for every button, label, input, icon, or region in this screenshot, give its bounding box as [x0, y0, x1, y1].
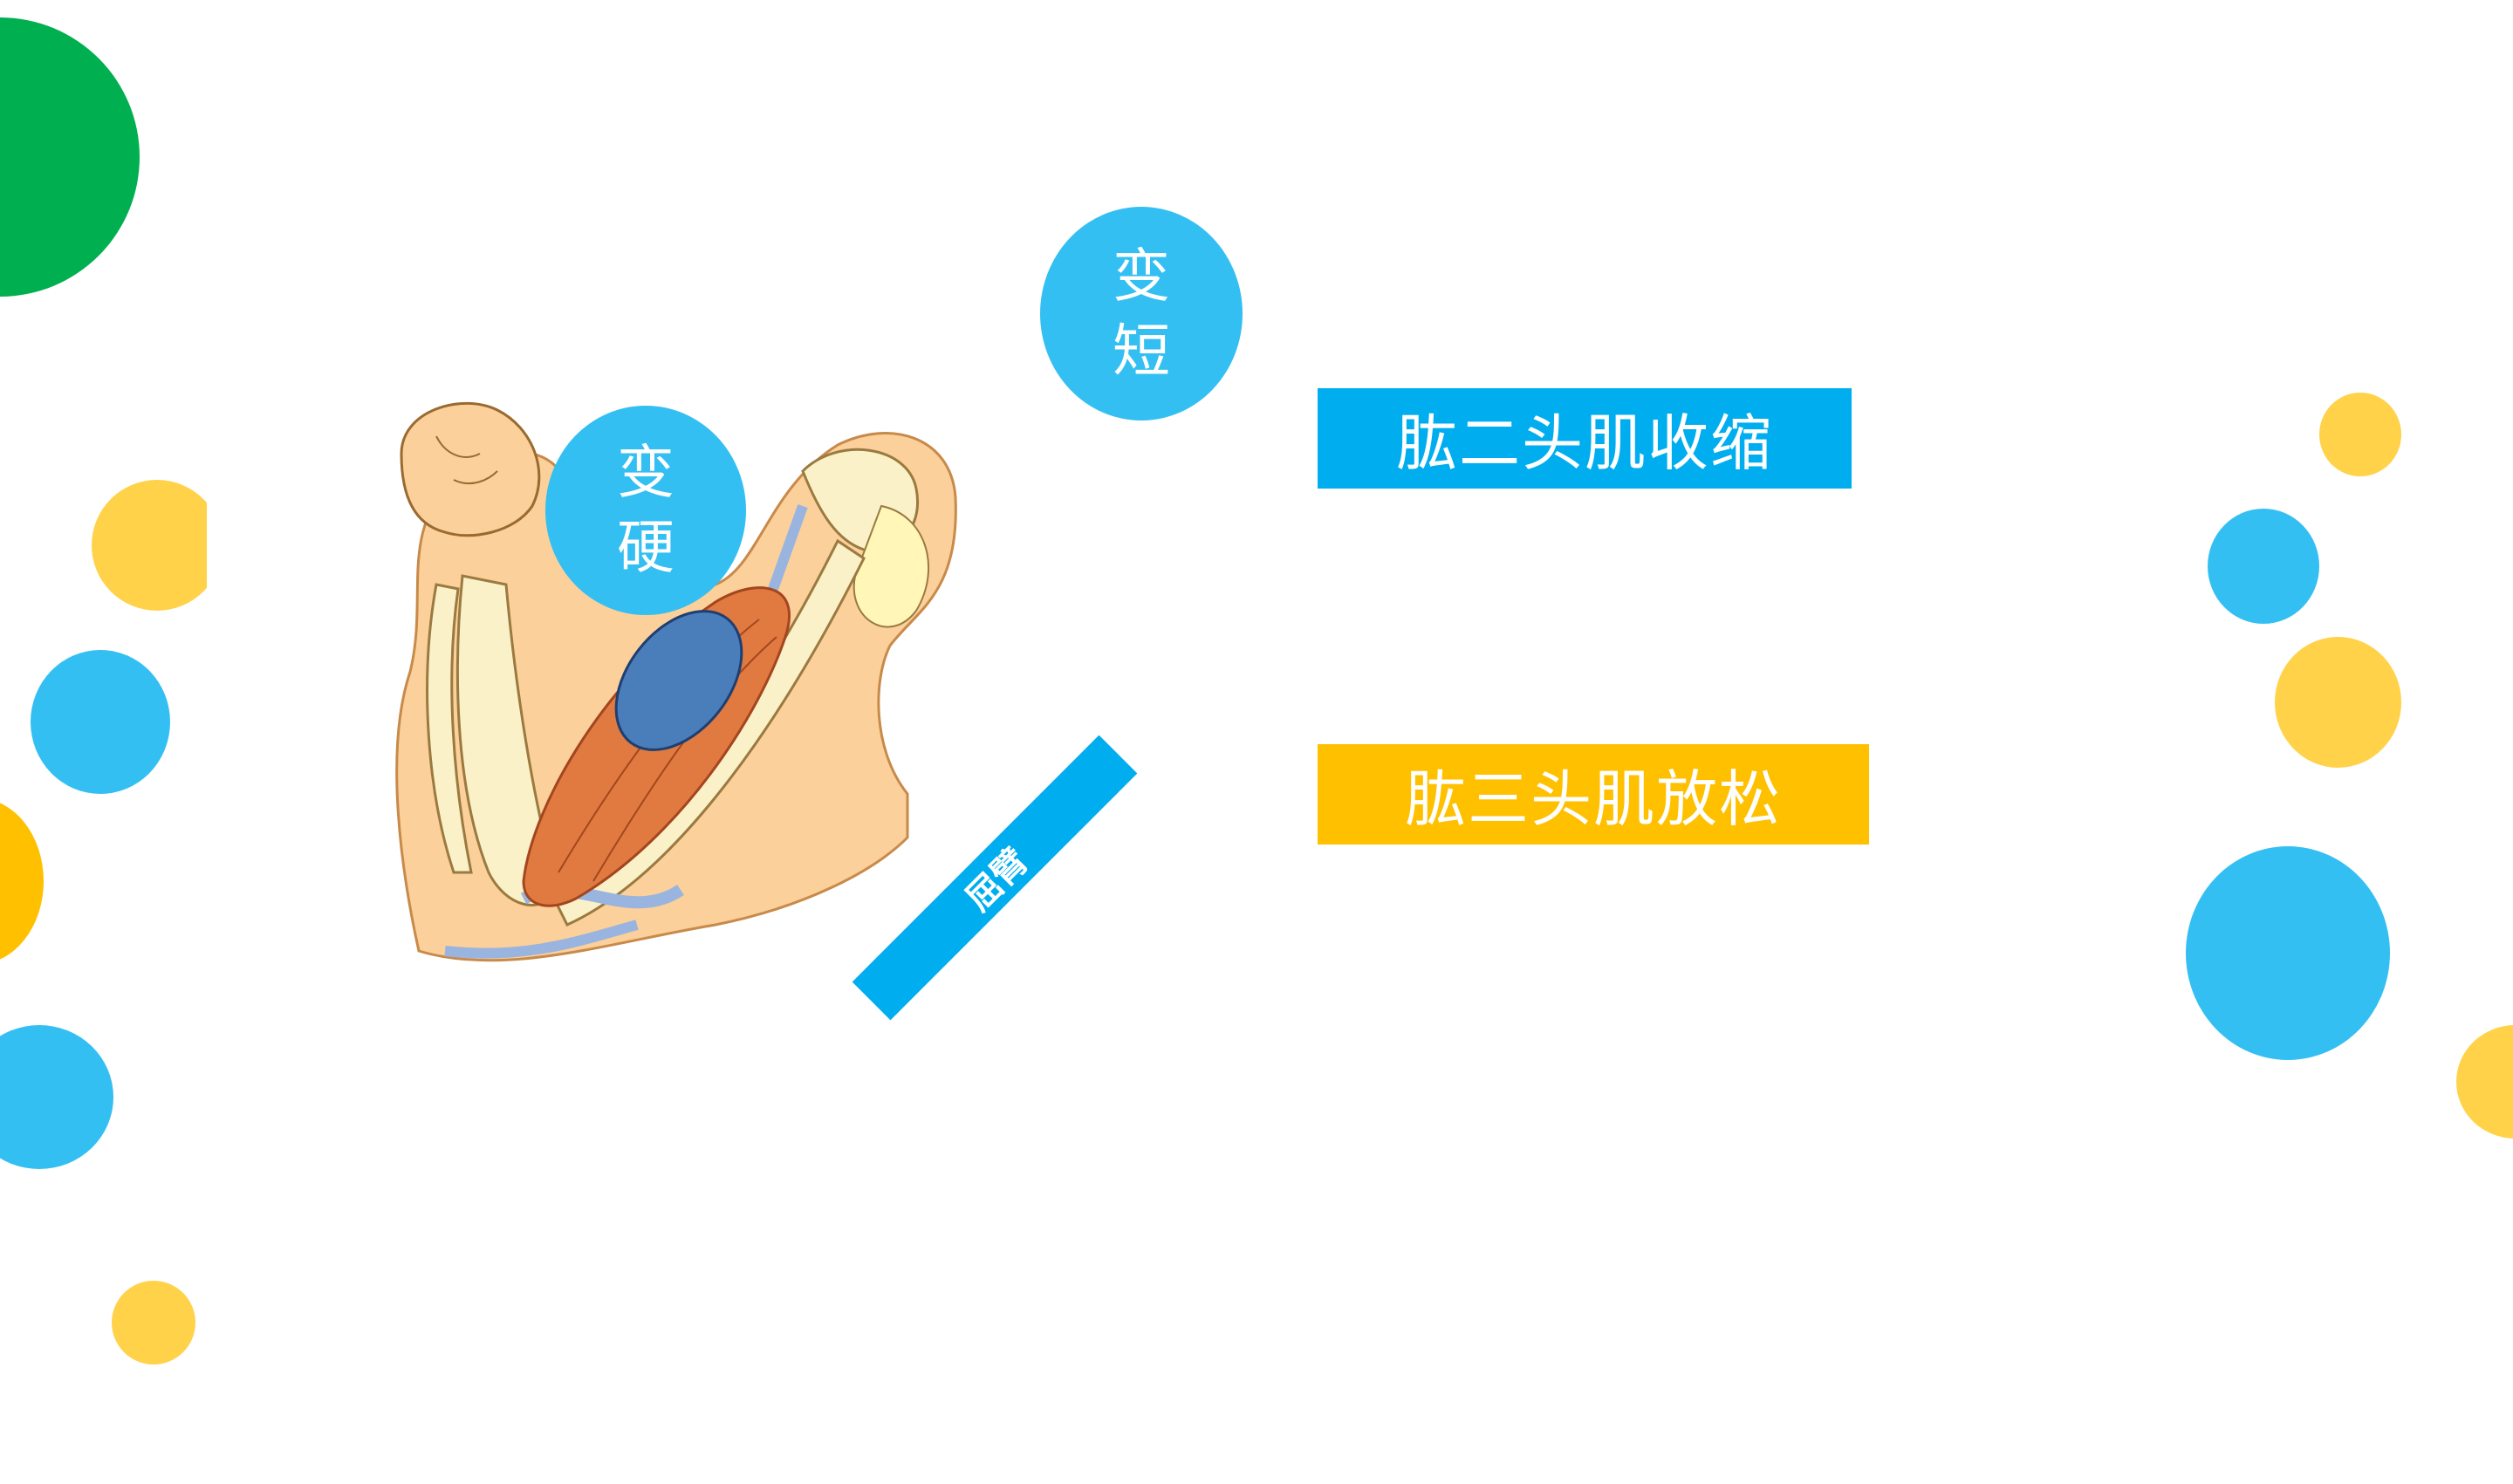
forearm-bone	[426, 583, 473, 874]
arm-flexing-illustration	[395, 401, 957, 962]
decor-circle-blue	[2186, 846, 2390, 1060]
bubble-hardens: 变 硬	[545, 406, 746, 615]
decor-circle-yellow	[2275, 637, 2401, 768]
decor-circle-yellow	[2456, 1025, 2513, 1139]
bubble-shortens-line2: 短	[1113, 317, 1170, 385]
triceps-relax-label: 肱三头肌放松	[1318, 744, 1869, 845]
forearm-bone	[455, 574, 560, 906]
shoulder-joint	[853, 504, 929, 628]
triceps-relax-text: 肱三头肌放松	[1405, 763, 1782, 835]
biceps-contract-text: 肱二头肌收缩	[1396, 407, 1773, 479]
decor-circle-blue	[31, 650, 170, 794]
decor-circle-blue	[0, 1025, 113, 1169]
bubble-shortens: 变 短	[1040, 207, 1243, 421]
bubble-hardens-line1: 变	[617, 439, 674, 506]
fist	[400, 401, 541, 537]
decor-circle-green	[0, 17, 140, 297]
muscle-highlight-ellipse	[614, 610, 743, 751]
biceps-contract-label: 肱二头肌收缩	[1318, 388, 1852, 489]
flex-arm-tag-label: 屈臂	[958, 841, 1037, 920]
decor-circle-blue	[2208, 509, 2319, 624]
decor-circle-yellow	[0, 798, 44, 964]
decor-circle-yellow	[2319, 393, 2401, 476]
bubble-shortens-line1: 变	[1113, 242, 1170, 310]
decor-circle-yellow	[112, 1281, 195, 1364]
decor-circle-yellow	[92, 480, 207, 611]
bubble-hardens-line2: 硬	[617, 514, 674, 581]
tendon	[444, 920, 639, 959]
